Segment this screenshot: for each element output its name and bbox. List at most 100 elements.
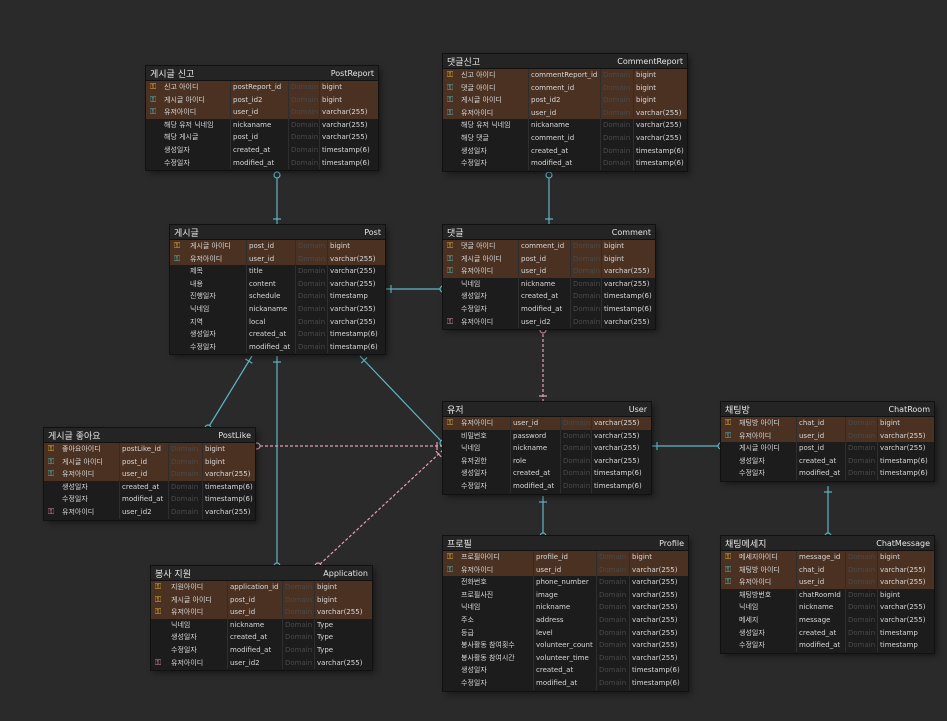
column-physical-name: nickaname bbox=[246, 302, 295, 316]
column-logical-name: 채팅방 아이디 bbox=[739, 419, 780, 427]
column-domain: Domain bbox=[600, 94, 633, 107]
column-logical-name: 생성일자 bbox=[461, 666, 487, 675]
column-physical-name: modified_at bbox=[230, 156, 288, 170]
column-type: timestamp(6) bbox=[591, 467, 651, 480]
